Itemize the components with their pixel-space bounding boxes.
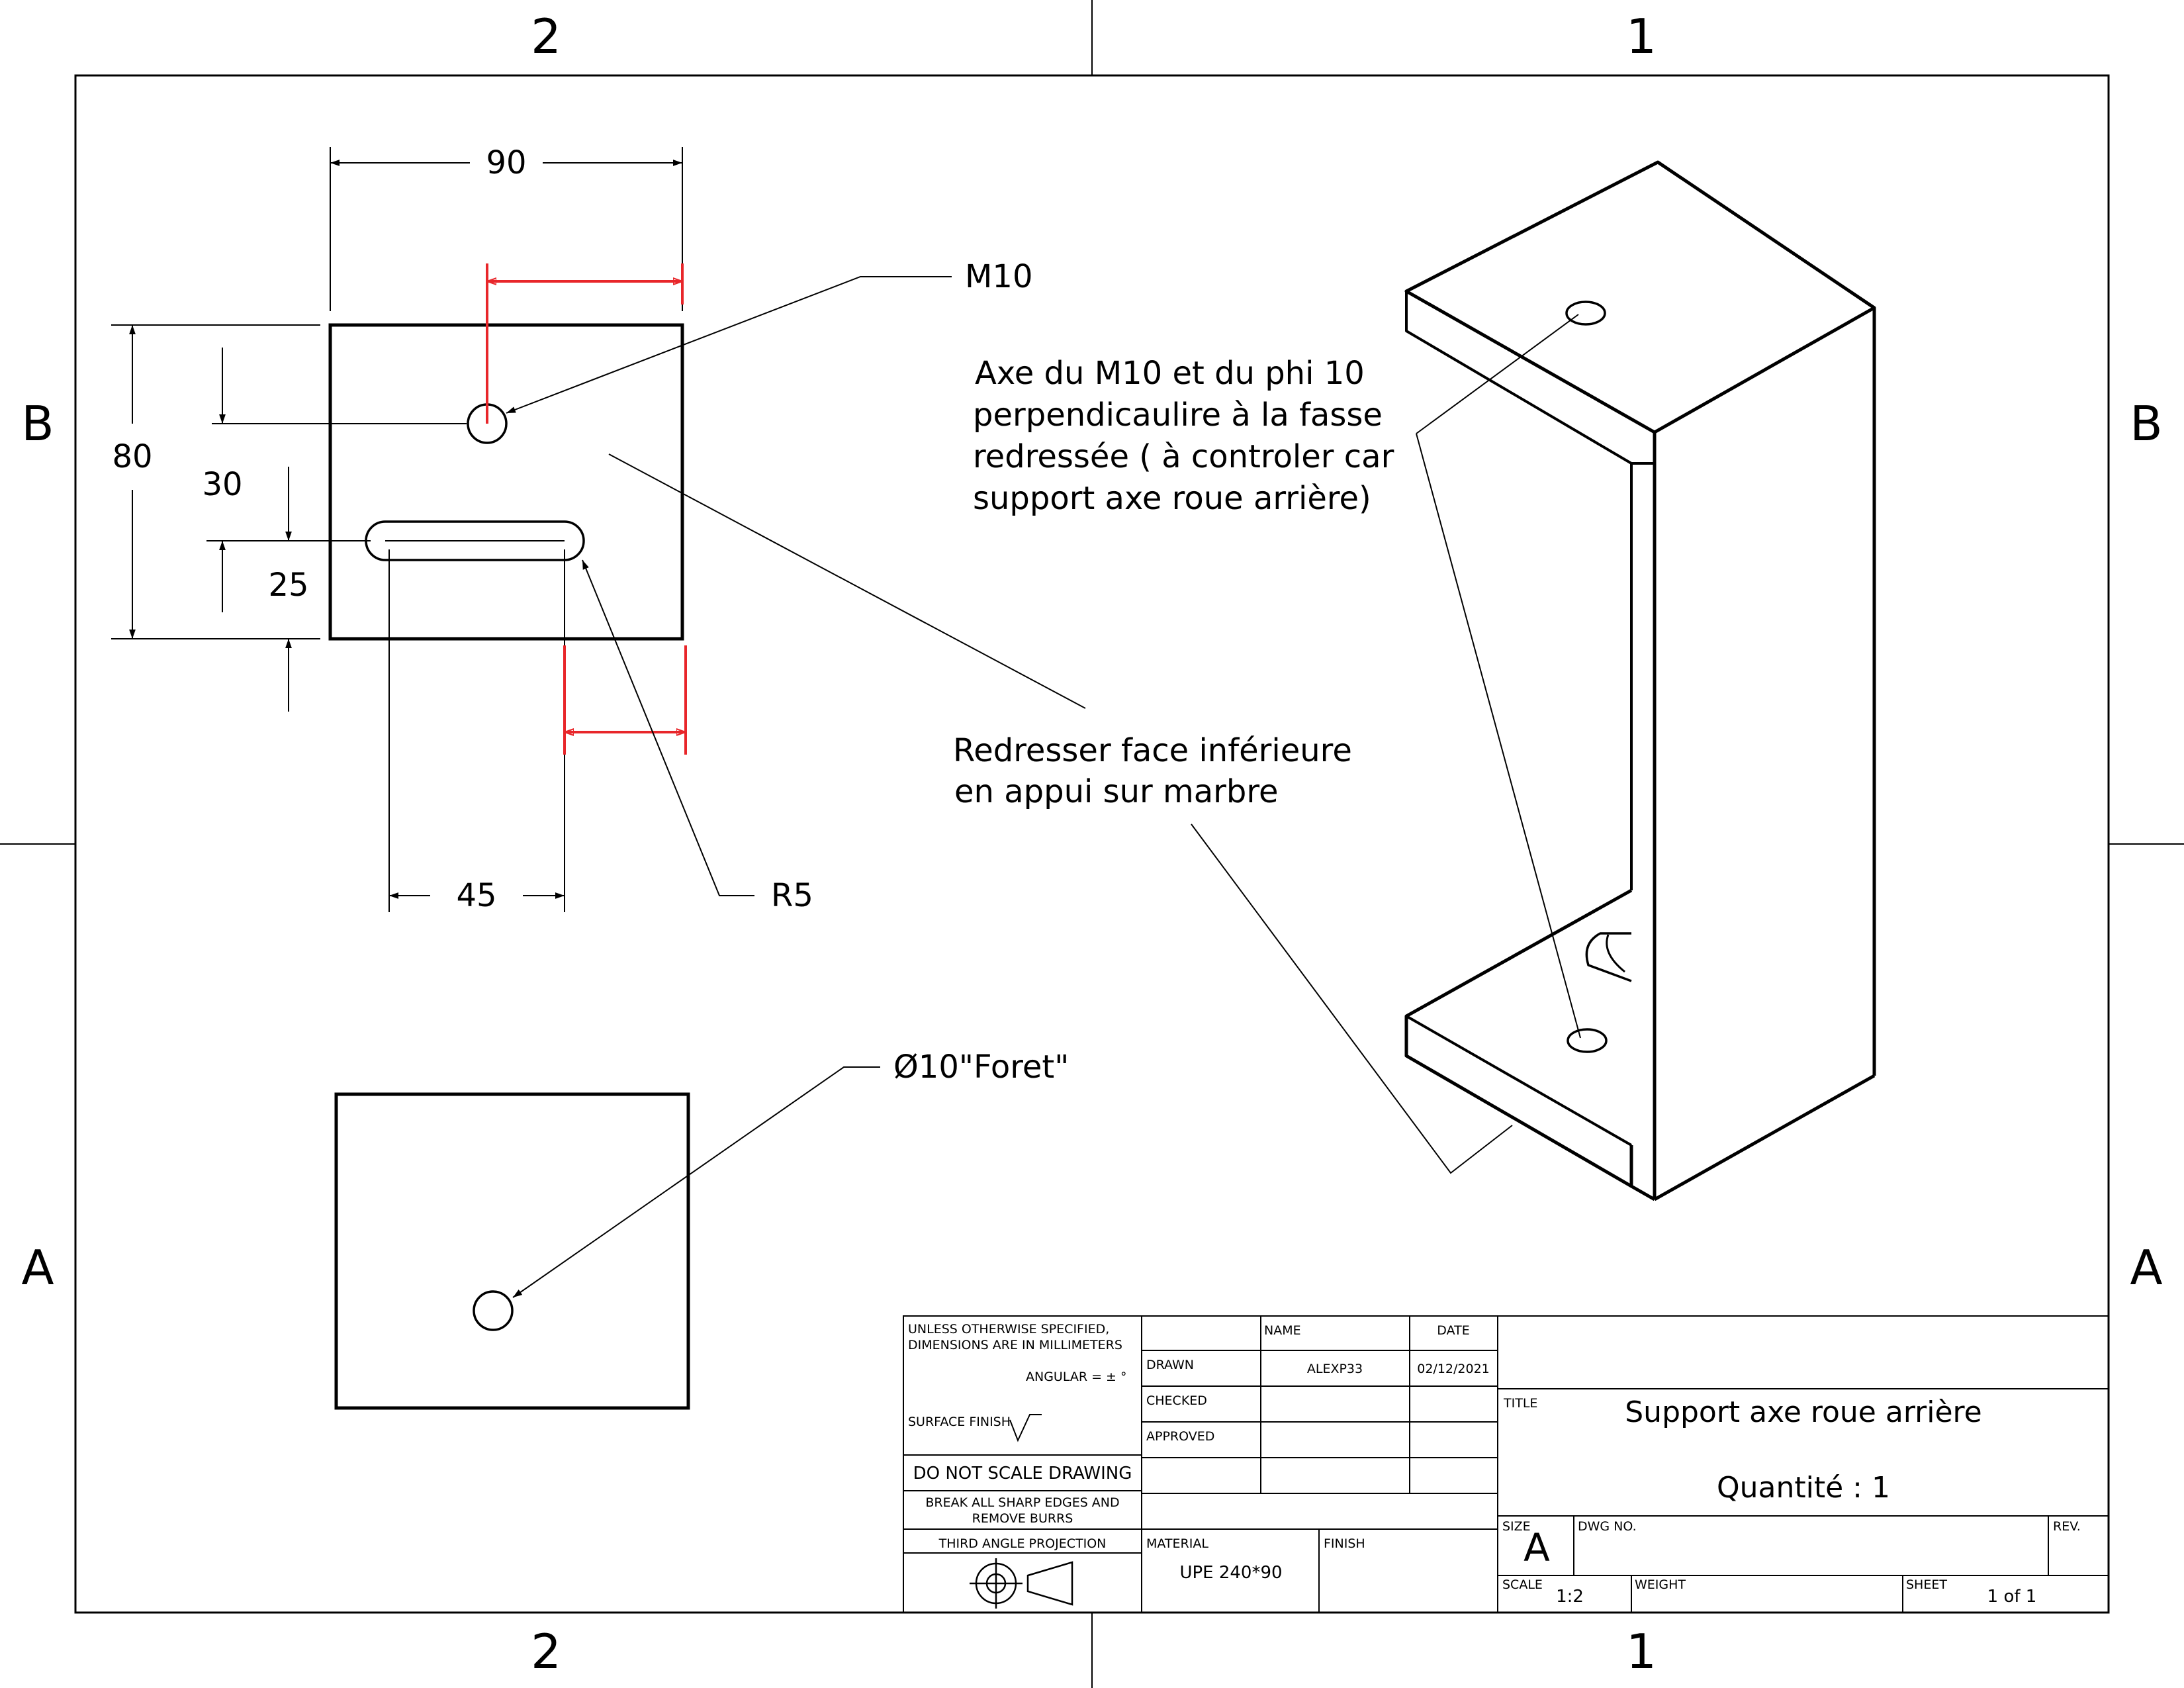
title-block <box>903 1315 2109 1613</box>
dim-hole-offset-label: 30 <box>202 466 242 503</box>
angular-tolerance: ANGULAR = ± ° <box>1026 1370 1127 1384</box>
dwg-no-label: DWG NO. <box>1578 1519 1637 1534</box>
leaders <box>506 276 1581 1298</box>
sheet-label: SHEET <box>1906 1577 1947 1592</box>
sheet-value: 1 of 1 <box>1987 1587 2037 1607</box>
svg-text:redressée ( à controler car: redressée ( à controler car <box>973 438 1394 475</box>
scale-label: SCALE <box>1502 1577 1543 1592</box>
rev-label: REV. <box>2053 1519 2081 1534</box>
red-dim-slot <box>563 645 687 755</box>
zone-bottom-2: 2 <box>531 1624 561 1679</box>
projection-label: THIRD ANGLE PROJECTION <box>938 1536 1107 1551</box>
dim-hole-offset <box>212 348 467 541</box>
svg-text:support axe roue arrière): support axe roue arrière) <box>973 480 1371 517</box>
material-label: MATERIAL <box>1146 1536 1208 1551</box>
svg-text:Redresser face inférieure: Redresser face inférieure <box>953 732 1352 769</box>
radius-callout: R5 <box>771 877 813 914</box>
zone-right-b: B <box>2130 396 2162 451</box>
break-edges-line1: BREAK ALL SHARP EDGES AND <box>925 1495 1119 1510</box>
plate-outline <box>328 323 684 641</box>
svg-text:en appui sur marbre: en appui sur marbre <box>954 773 1279 810</box>
top-view <box>328 323 684 641</box>
projection-symbol <box>970 1558 1073 1609</box>
dim-width-label: 90 <box>486 144 526 181</box>
general-notes-line1: UNLESS OTHERWISE SPECIFIED, <box>908 1322 1109 1336</box>
drill-callout: Ø10"Foret" <box>893 1049 1069 1086</box>
row-drawn: DRAWN <box>1146 1358 1194 1372</box>
drill-hole <box>473 1290 514 1331</box>
bottom-view <box>334 1092 690 1410</box>
dim-slot-length-label: 45 <box>456 877 496 914</box>
break-edges-line2: REMOVE BURRS <box>972 1511 1073 1526</box>
drawing-title: Support axe roue arrière <box>1625 1395 1981 1429</box>
surface-finish-label: SURFACE FINISH <box>908 1415 1011 1429</box>
axis-note: Axe du M10 et du phi 10 perpendicaulire … <box>973 355 1394 517</box>
title-label: TITLE <box>1503 1396 1537 1411</box>
drawn-name: ALEXP33 <box>1307 1362 1363 1376</box>
finish-label: FINISH <box>1324 1536 1365 1551</box>
isometric-view <box>1404 160 1876 1201</box>
row-approved: APPROVED <box>1146 1429 1214 1444</box>
do-not-scale: DO NOT SCALE DRAWING <box>913 1464 1132 1483</box>
dim-width <box>330 147 683 311</box>
zone-top-2: 2 <box>531 9 561 64</box>
face-note: Redresser face inférieure en appui sur m… <box>953 732 1352 810</box>
header-date: DATE <box>1437 1323 1469 1338</box>
zone-top-1: 1 <box>1626 9 1657 64</box>
zone-left-a: A <box>21 1240 54 1295</box>
dim-slot-offset-label: 25 <box>268 567 308 604</box>
size-value: A <box>1524 1525 1550 1570</box>
dim-slot-length <box>388 549 565 912</box>
size-label: SIZE <box>1502 1519 1531 1534</box>
dim-height-label: 80 <box>112 438 152 475</box>
red-dim-hole <box>486 263 684 424</box>
weight-label: WEIGHT <box>1635 1577 1686 1592</box>
svg-text:perpendicaulire à la fasse: perpendicaulire à la fasse <box>973 397 1383 434</box>
dim-slot-offset <box>206 540 371 712</box>
row-checked: CHECKED <box>1146 1393 1207 1408</box>
general-notes-line2: DIMENSIONS ARE IN MILLIMETERS <box>908 1338 1122 1352</box>
scale-value: 1:2 <box>1556 1587 1584 1607</box>
zone-left-b: B <box>21 396 54 451</box>
surface-finish-symbol <box>1009 1414 1042 1442</box>
drawn-date: 02/12/2021 <box>1417 1362 1490 1376</box>
bottom-plate-outline <box>334 1092 690 1410</box>
quantity: Quantité : 1 <box>1717 1471 1890 1505</box>
zone-right-a: A <box>2130 1240 2162 1295</box>
thread-callout: M10 <box>965 258 1033 295</box>
material-value: UPE 240*90 <box>1179 1563 1282 1583</box>
zone-bottom-1: 1 <box>1626 1624 1657 1679</box>
header-name: NAME <box>1264 1323 1301 1338</box>
svg-text:Axe du M10 et du phi 10: Axe du M10 et du phi 10 <box>975 355 1365 392</box>
